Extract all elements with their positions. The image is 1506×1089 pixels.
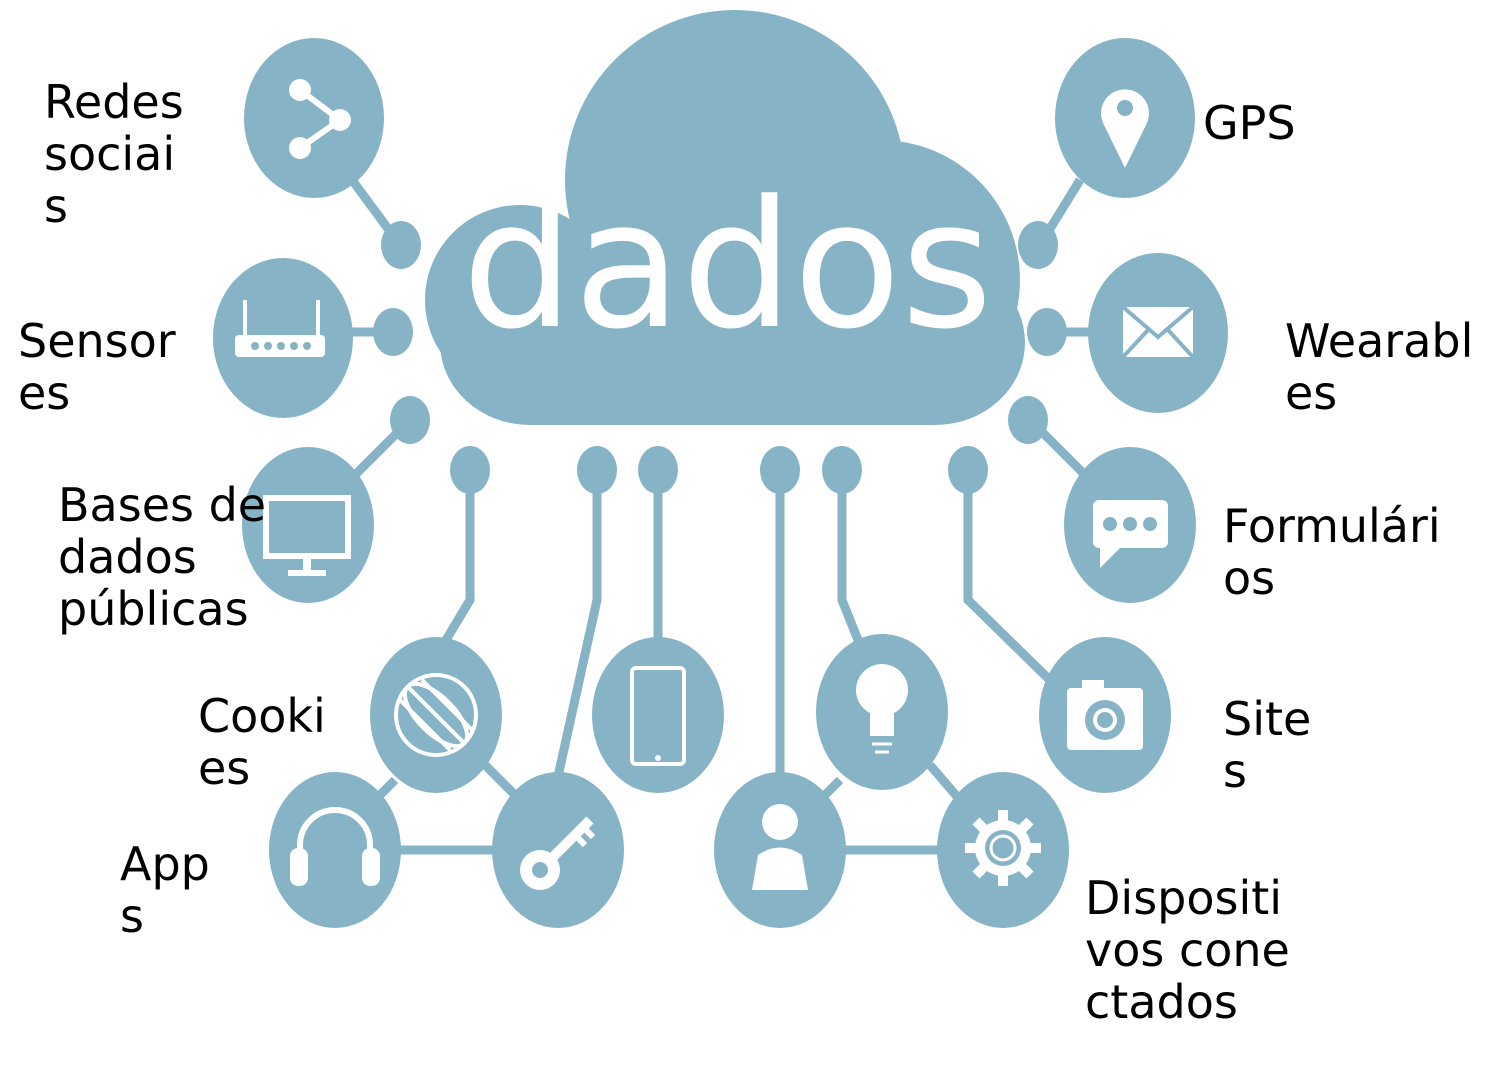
user-icon [752, 804, 808, 890]
label-redes-sociais: Redes sociais [44, 75, 184, 233]
mail-icon [1121, 305, 1195, 359]
globe-icon [394, 673, 478, 757]
label-sites: Sites [1223, 692, 1312, 798]
connector-dots [373, 221, 1067, 494]
headphones-icon [290, 807, 380, 886]
router-icon [235, 300, 325, 357]
label-sensores: Sensores [18, 314, 176, 420]
label-formularios: Formulários [1223, 499, 1441, 605]
label-dispositivos: Dispositivos conectados [1085, 871, 1290, 1029]
label-apps: Apps [120, 837, 210, 943]
camera-icon [1067, 680, 1143, 750]
label-cookies: Cookies [198, 689, 326, 795]
lightbulb-icon [856, 664, 908, 754]
gear-icon [965, 810, 1041, 886]
label-bases-de-dados: Bases de dados públicas [58, 478, 267, 636]
location-pin-icon [1101, 89, 1149, 168]
key-icon [520, 816, 596, 890]
label-gps: GPS [1203, 96, 1296, 150]
chat-icon [1093, 500, 1168, 568]
smartphone-icon [630, 666, 686, 766]
share-icon [289, 79, 351, 159]
monitor-icon [263, 495, 351, 576]
center-label: dados [462, 163, 993, 368]
label-wearables: Wearables [1285, 314, 1474, 420]
data-cloud [425, 10, 1025, 425]
